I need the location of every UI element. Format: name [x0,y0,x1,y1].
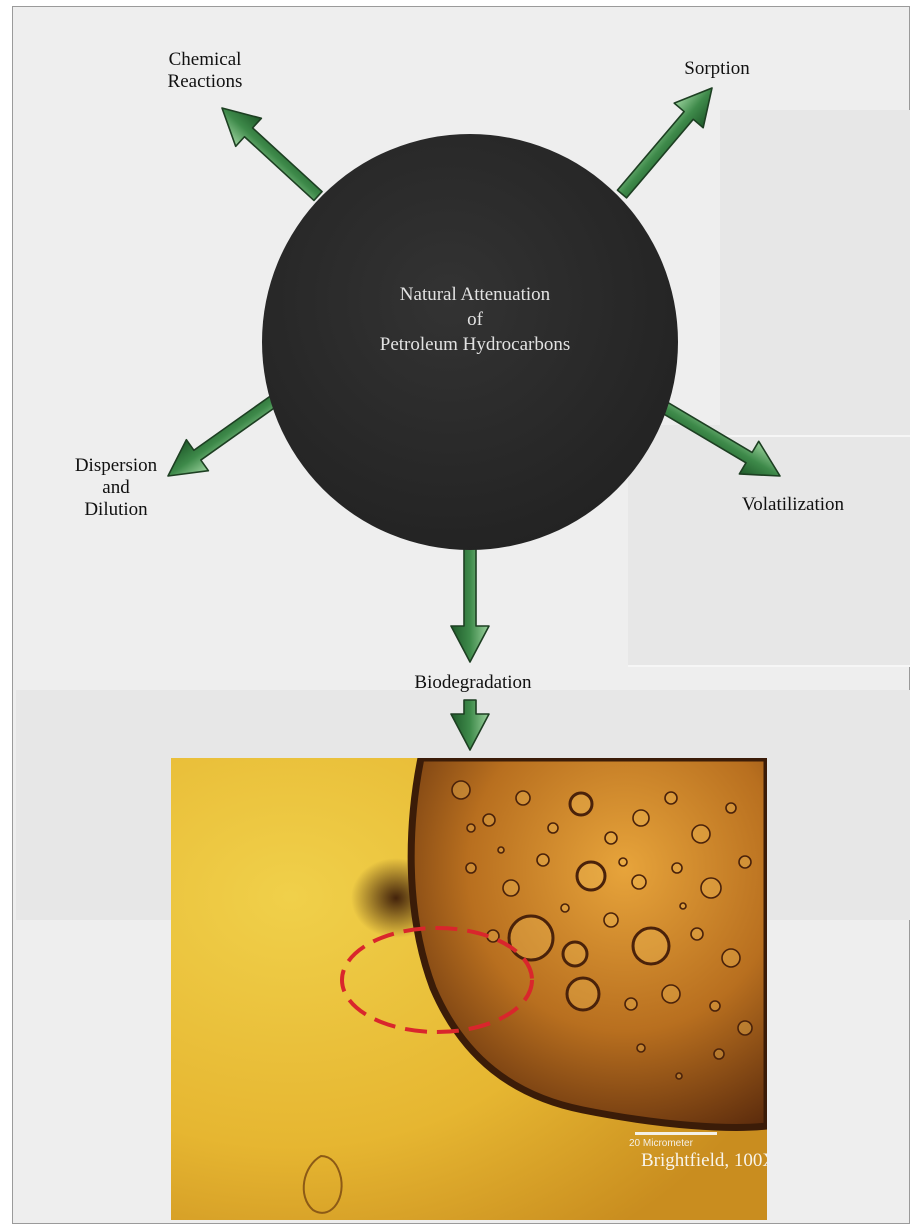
bubble [701,878,721,898]
biodegradation-label: Biodegradation [398,672,548,694]
bubble [509,916,553,960]
bubble [676,1073,682,1079]
bubble [722,949,740,967]
bubble [605,832,617,844]
bubble [714,1049,724,1059]
bubble [570,793,592,815]
bubble [498,847,504,853]
arrow-dispersion [157,383,289,492]
arrow-to-micrograph [451,700,489,750]
arrow-volatilization [652,390,789,493]
bubble [665,792,677,804]
photo-caption: Brightfield, 100X [641,1150,767,1172]
bubble [692,825,710,843]
volatilization-label: Volatilization [728,494,858,516]
arrow-chemical-reactions [209,94,331,210]
bubble [567,978,599,1010]
bubble [483,814,495,826]
arrow-sorption [608,76,727,207]
bubble [691,928,703,940]
bubble [604,913,618,927]
bubble [577,862,605,890]
bubble [739,856,751,868]
bubble [662,985,680,1003]
bubble [537,854,549,866]
bubble [561,904,569,912]
bubble [467,824,475,832]
scale-label: 20 Micrometer [629,1138,693,1149]
center-label: Natural Attenuation of Petroleum Hydroca… [330,282,620,357]
center-label-line-2: of [330,307,620,332]
bubble [548,823,558,833]
bubble [672,863,682,873]
bubble [503,880,519,896]
micrograph-photo: 20 Micrometer Brightfield, 100X [171,758,767,1220]
dispersion-dilution-label: Dispersion and Dilution [56,455,176,521]
bubble [633,928,669,964]
center-label-line-1: Natural Attenuation [330,282,620,307]
bubble [726,803,736,813]
bubble [637,1044,645,1052]
chemical-reactions-label: Chemical Reactions [145,49,265,93]
sorption-label: Sorption [662,58,772,80]
center-label-line-3: Petroleum Hydrocarbons [330,332,620,357]
bubble [710,1001,720,1011]
bubble [738,1021,752,1035]
bubble [619,858,627,866]
scale-bar [635,1132,717,1135]
bubble [466,863,476,873]
bubble [563,942,587,966]
bubble [516,791,530,805]
bubble [625,998,637,1010]
bubble [632,875,646,889]
bubble [680,903,686,909]
bubble [633,810,649,826]
bubble [452,781,470,799]
